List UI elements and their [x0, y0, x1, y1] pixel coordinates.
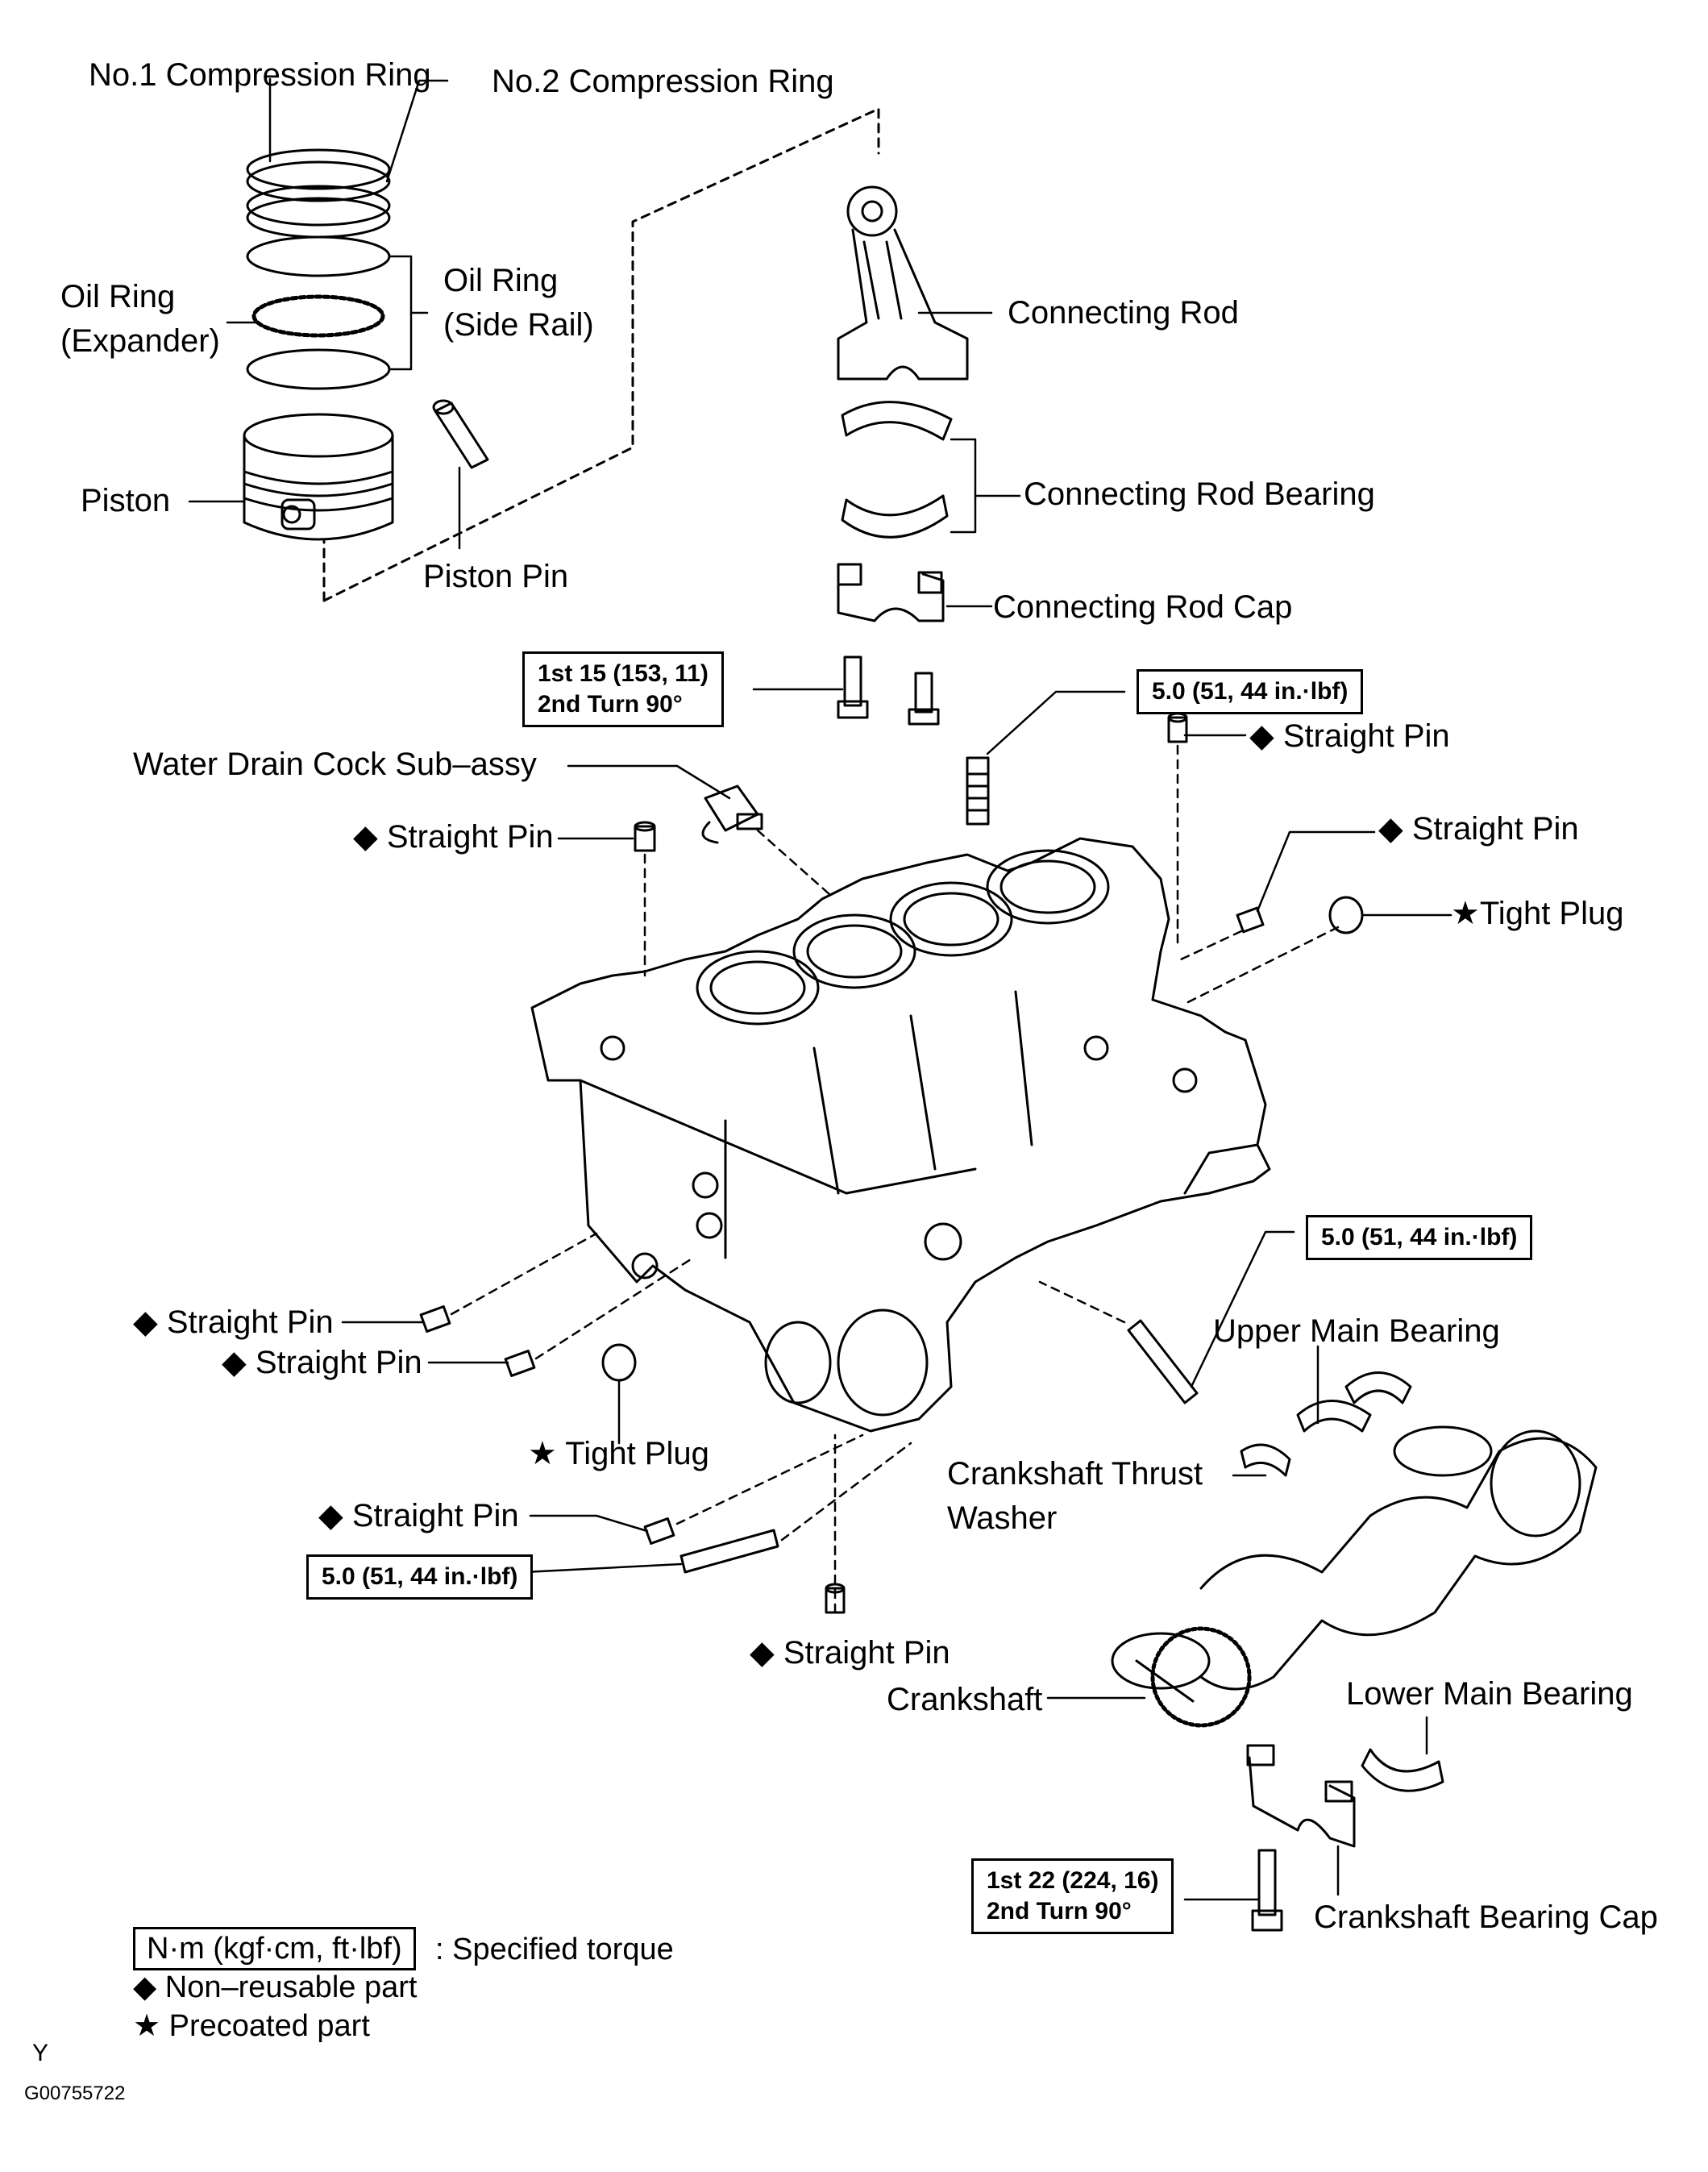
footer-code: G00755722	[24, 2083, 126, 2104]
piston-pin	[432, 399, 489, 469]
label-piston: Piston	[81, 483, 171, 518]
straight-pin-right	[1236, 906, 1265, 934]
straight-pin-left-1	[419, 1305, 451, 1333]
label-connecting-rod-bearing: Connecting Rod Bearing	[1024, 476, 1375, 512]
label-no1-compression-ring: No.1 Compression Ring	[89, 57, 431, 93]
water-drain-cock	[701, 784, 763, 844]
straight-pin-bottom-left	[643, 1517, 675, 1545]
torque-rod-1: 1st 15 (153, 11)	[538, 660, 709, 687]
torque-box-stud-top: 5.0 (51, 44 in.·lbf)	[1137, 669, 1364, 714]
upper-main-bearing	[1296, 1371, 1412, 1433]
label-oil-ring-expander-1: Oil Ring	[60, 279, 176, 314]
crankshaft-body	[1111, 1425, 1598, 1728]
label-crankshaft-thrust-1: Crankshaft Thrust	[947, 1456, 1203, 1492]
label-straight-pin-top-left: ◆ Straight Pin	[353, 819, 554, 855]
label-lower-main-bearing: Lower Main Bearing	[1346, 1676, 1633, 1712]
label-straight-pin-top-right: ◆ Straight Pin	[1249, 718, 1450, 754]
label-tight-plug-right: ★Tight Plug	[1451, 896, 1624, 931]
crankshaft-bearing-cap	[1246, 1744, 1356, 1848]
tight-plug-right	[1328, 896, 1364, 934]
straight-pin-top-right	[1167, 712, 1188, 743]
label-tight-plug-left: ★ Tight Plug	[528, 1436, 709, 1471]
label-oil-ring-expander-2: (Expander)	[60, 323, 220, 359]
oil-ring-expander	[251, 294, 385, 338]
crankshaft-bearing-cap-bolt	[1251, 1849, 1283, 1932]
stud-bolt-top	[966, 756, 990, 826]
connecting-rod-cap	[837, 563, 945, 622]
connecting-rod-bearing-lower	[841, 494, 949, 539]
label-connecting-rod: Connecting Rod	[1008, 295, 1239, 331]
legend-torque-desc: : Specified torque	[435, 1933, 674, 1966]
legend-torque-unit-box: N·m (kgf·cm, ft·lbf)	[133, 1927, 416, 1970]
label-oil-ring-side-2: (Side Rail)	[443, 307, 594, 343]
label-oil-ring-side-1: Oil Ring	[443, 263, 559, 298]
torque-main-1: 1st 22 (224, 16)	[987, 1867, 1159, 1894]
label-straight-pin-right: ◆ Straight Pin	[1378, 811, 1579, 847]
label-crankshaft-bearing-cap: Crankshaft Bearing Cap	[1314, 1899, 1658, 1935]
torque-rod-2: 2nd Turn 90°	[538, 691, 683, 718]
legend-precoated: ★ Precoated part	[133, 2009, 370, 2043]
connecting-rod-bearing-upper	[841, 401, 953, 441]
torque-main-2: 2nd Turn 90°	[987, 1898, 1132, 1924]
label-no2-compression-ring: No.2 Compression Ring	[492, 64, 834, 99]
connecting-rod-bolts	[837, 655, 940, 726]
label-straight-pin-left-2: ◆ Straight Pin	[222, 1345, 422, 1380]
legend-nonreusable: ◆ Non–reusable part	[133, 1970, 418, 2004]
stud-bolt-left	[679, 1529, 779, 1574]
tight-plug-left	[601, 1343, 637, 1382]
cylinder-block	[530, 837, 1271, 1433]
label-upper-main-bearing: Upper Main Bearing	[1213, 1313, 1500, 1349]
connecting-rod	[837, 185, 969, 381]
stud-bolt-right	[1127, 1319, 1199, 1404]
oil-ring-side-rails	[246, 235, 391, 390]
straight-pin-left-2	[504, 1350, 536, 1377]
piston-body	[243, 413, 394, 541]
thrust-washer	[1240, 1443, 1291, 1477]
lower-main-bearing	[1361, 1748, 1444, 1792]
label-straight-pin-bottom: ◆ Straight Pin	[750, 1635, 950, 1671]
label-connecting-rod-cap: Connecting Rod Cap	[993, 589, 1293, 625]
label-crankshaft-thrust-2: Washer	[947, 1500, 1058, 1536]
footer-mark: Y	[32, 2040, 49, 2066]
label-crankshaft: Crankshaft	[887, 1682, 1043, 1717]
piston-group-dashed-line	[322, 107, 880, 602]
label-straight-pin-bottom-left: ◆ Straight Pin	[318, 1498, 519, 1533]
torque-box-stud-left: 5.0 (51, 44 in.·lbf)	[306, 1554, 534, 1600]
label-water-drain-cock: Water Drain Cock Sub–assy	[133, 747, 537, 782]
label-piston-pin: Piston Pin	[423, 559, 569, 594]
torque-box-connecting-rod: 1st 15 (153, 11) 2nd Turn 90°	[522, 651, 724, 727]
alignment-dashed-lines	[450, 744, 1340, 1614]
compression-rings	[246, 148, 391, 239]
torque-box-stud-right: 5.0 (51, 44 in.·lbf)	[1306, 1215, 1533, 1260]
torque-box-main-bearing: 1st 22 (224, 16) 2nd Turn 90°	[971, 1858, 1174, 1934]
leader-lines	[188, 77, 1452, 1901]
label-straight-pin-left-1: ◆ Straight Pin	[133, 1304, 334, 1340]
straight-pin-left-top	[634, 821, 656, 852]
